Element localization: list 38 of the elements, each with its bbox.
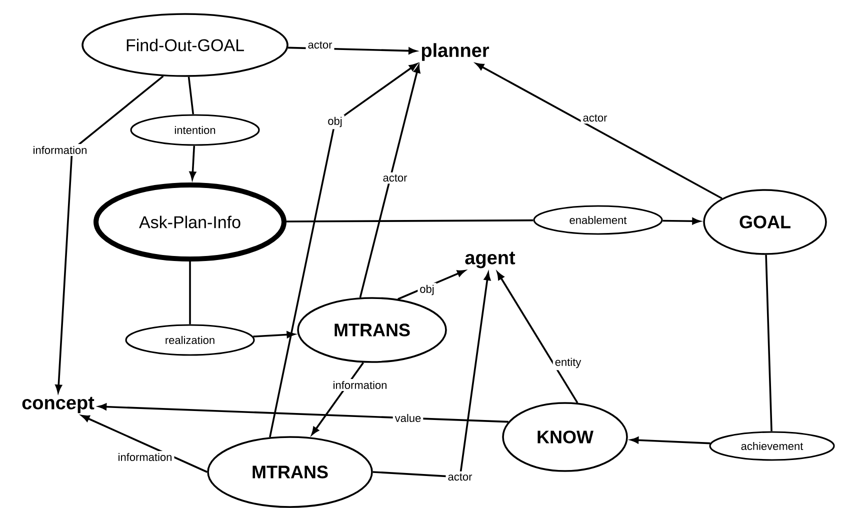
arrow — [269, 63, 418, 438]
arrow — [359, 64, 420, 298]
concept-label: agent — [465, 252, 516, 268]
arrow — [98, 403, 508, 423]
concept-label: planner — [422, 43, 490, 61]
small-ellipse-node: enablement — [533, 205, 663, 235]
edge-label: actor — [380, 172, 410, 184]
small-ellipse-node: achievement — [709, 431, 835, 461]
ellipse-node: Ask-Plan-Info — [94, 182, 286, 262]
arrow — [630, 436, 710, 444]
edge-label: obj — [326, 114, 344, 130]
ellipse-node: MTRANS — [297, 297, 447, 363]
arrow — [496, 272, 578, 404]
ellipse-node: GOAL — [703, 189, 827, 255]
arrow — [55, 75, 164, 393]
arrow — [372, 272, 491, 478]
arrow — [253, 331, 295, 338]
ellipse-node: Find-Out-GOAL — [82, 13, 288, 77]
edge-label: information — [30, 144, 90, 156]
ellipse-node: KNOW — [502, 402, 628, 472]
arrow — [476, 63, 722, 200]
ellipse-node: MTRANS — [207, 436, 373, 508]
edge-label: entity — [552, 356, 584, 370]
edge-label: actor — [446, 471, 474, 483]
arrow — [311, 362, 364, 435]
edge-label: value — [392, 412, 424, 424]
small-ellipse-node: intention — [130, 114, 260, 146]
concept-label: concept — [22, 396, 94, 414]
arrow — [189, 146, 196, 180]
arrow — [662, 218, 700, 224]
arrow — [81, 415, 208, 473]
small-ellipse-node: realization — [125, 324, 255, 356]
edge-label: obj — [418, 282, 436, 298]
arrow — [398, 270, 466, 300]
edge-label: actor — [306, 39, 334, 51]
edge-label: information — [330, 378, 390, 392]
edge-label: information — [116, 450, 174, 464]
edge-label: actor — [580, 112, 610, 124]
